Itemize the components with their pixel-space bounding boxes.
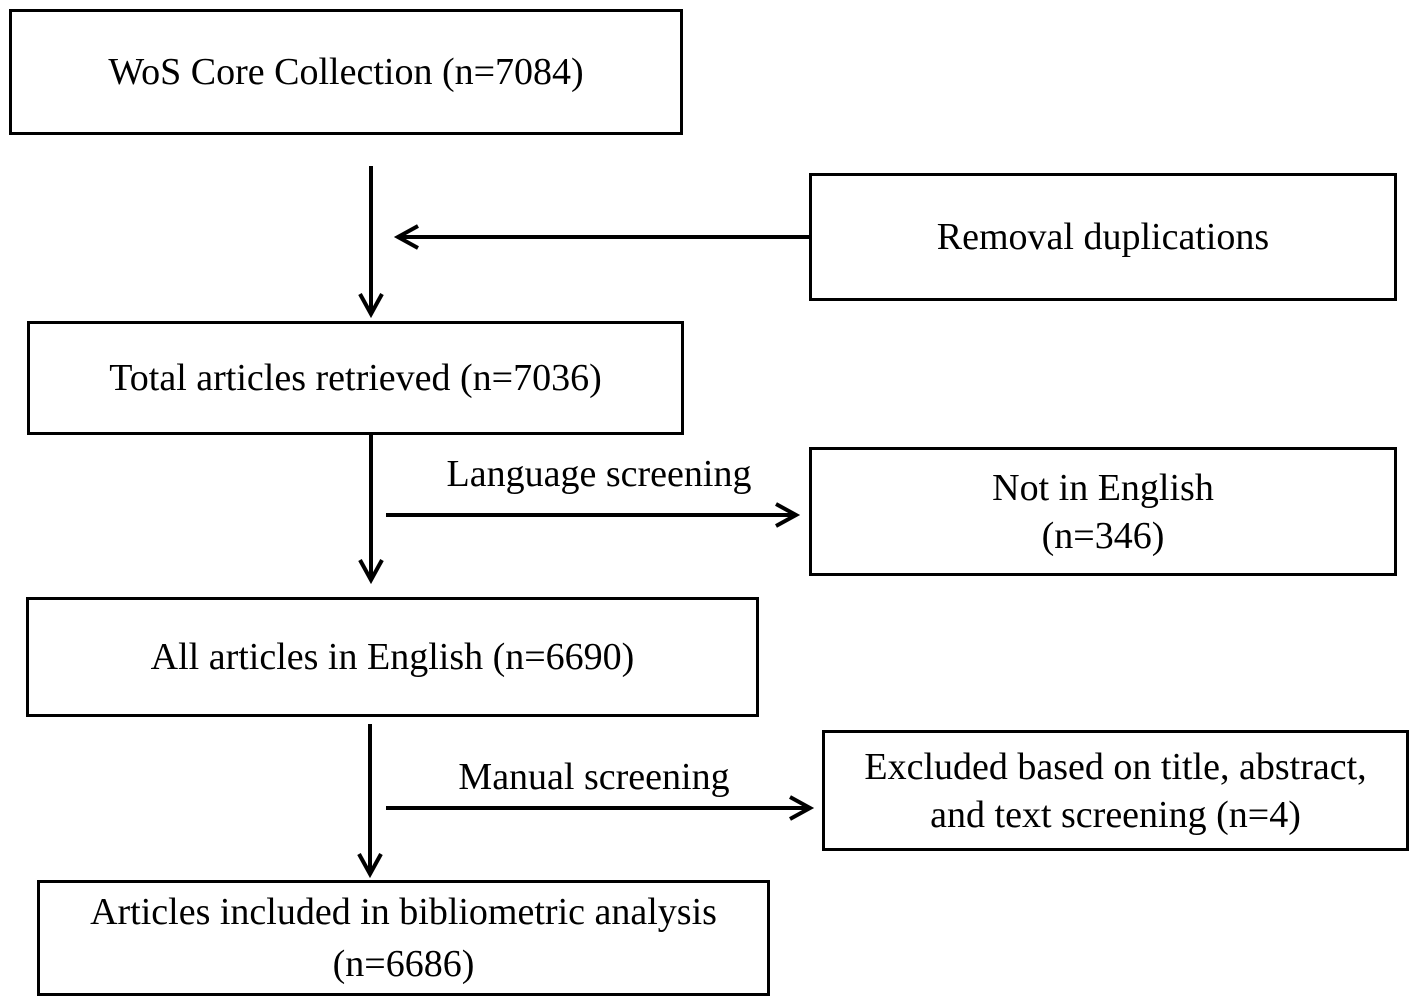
removal-duplications-box: Removal duplications (809, 173, 1397, 301)
not-english-line1: Not in English (992, 466, 1214, 509)
arrowhead-language-to-not-english (775, 502, 801, 528)
total-articles-box: Total articles retrieved (n=7036) (27, 321, 684, 435)
arrowhead-removal-to-main (393, 224, 419, 250)
included-articles-line1: Articles included in bibliometric analys… (90, 891, 717, 933)
language-screening-label: Language screening (446, 453, 752, 495)
removal-duplications-text: Removal duplications (936, 216, 1270, 258)
included-articles-line2: (n=6686) (332, 943, 475, 985)
arrowhead-total-to-english (358, 559, 384, 585)
arrowhead-wos-to-total (358, 293, 384, 319)
excluded-box: Excluded based on title, abstract, and t… (822, 730, 1409, 851)
arrowhead-english-to-included (357, 853, 383, 879)
wos-collection-box: WoS Core Collection (n=7084) (9, 9, 683, 135)
arrowhead-manual-to-excluded (789, 795, 815, 821)
excluded-line2: and text screening (n=4) (930, 793, 1301, 836)
manual-screening-label: Manual screening (458, 756, 730, 798)
english-articles-box: All articles in English (n=6690) (26, 597, 759, 717)
excluded-line1: Excluded based on title, abstract, (864, 745, 1367, 788)
included-articles-box: Articles included in bibliometric analys… (37, 880, 770, 996)
total-articles-text: Total articles retrieved (n=7036) (109, 357, 602, 399)
not-english-box: Not in English (n=346) (809, 447, 1397, 576)
not-english-line2: (n=346) (1041, 514, 1165, 557)
wos-collection-text: WoS Core Collection (n=7084) (108, 51, 584, 93)
english-articles-text: All articles in English (n=6690) (150, 636, 635, 678)
